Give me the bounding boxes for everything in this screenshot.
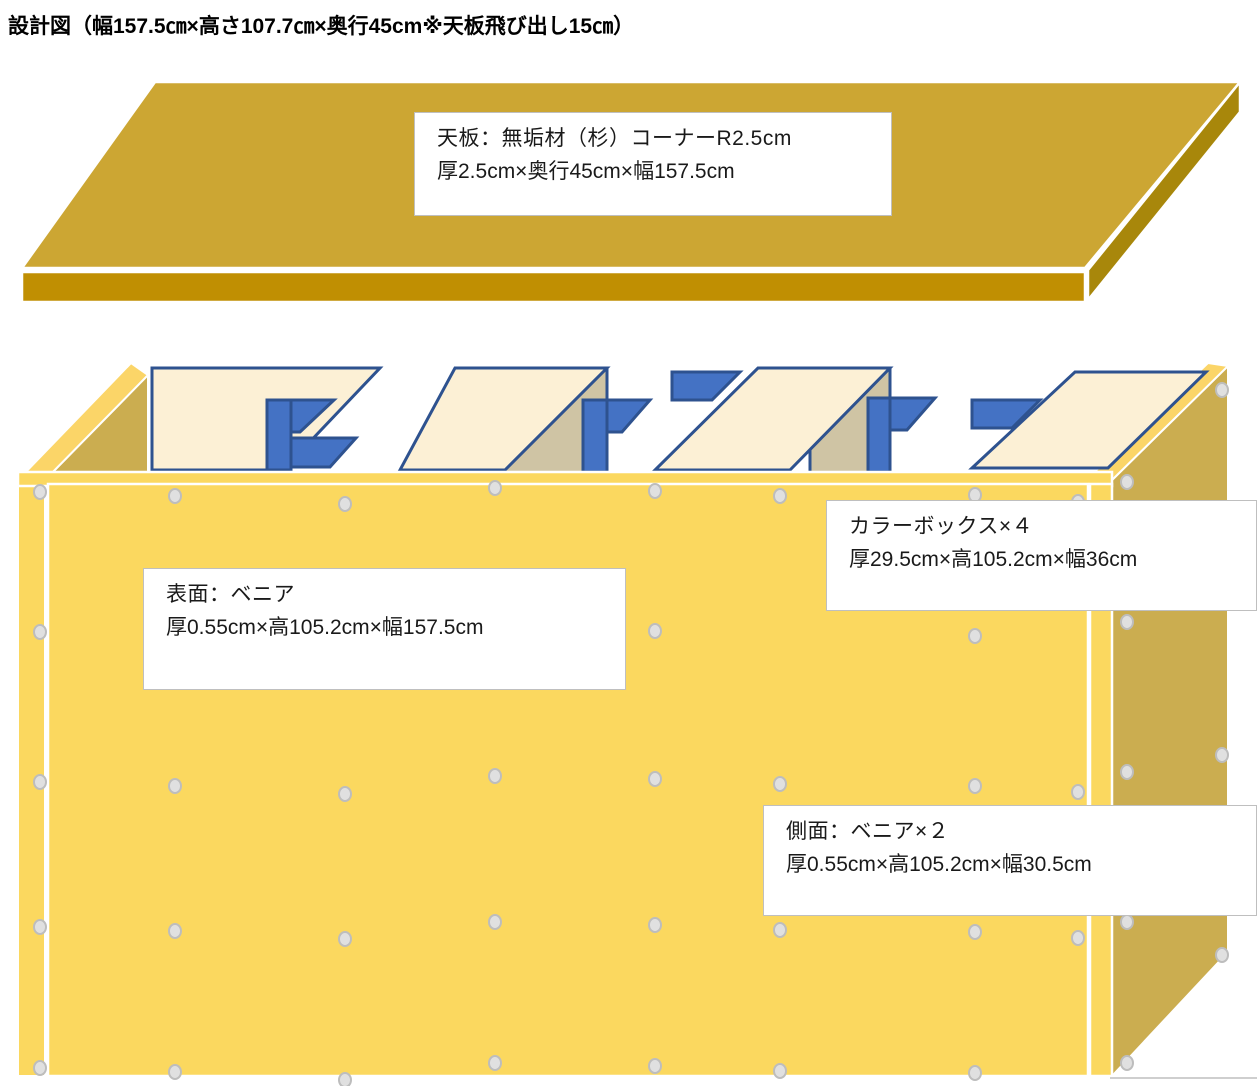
color-box-4-top-face bbox=[968, 370, 1210, 470]
screw bbox=[1215, 747, 1229, 763]
screw bbox=[1120, 914, 1134, 930]
screw bbox=[33, 919, 47, 935]
color-box-1-accent-lower bbox=[288, 436, 360, 469]
callout-color-boxes: カラーボックス×４ 厚29.5cm×高105.2cm×幅36cm bbox=[826, 500, 1257, 611]
right-side-panel-face bbox=[1107, 363, 1229, 1079]
screw bbox=[1120, 614, 1134, 630]
screw bbox=[168, 923, 182, 939]
screw bbox=[648, 623, 662, 639]
screw bbox=[488, 1055, 502, 1071]
color-box-2-top-face bbox=[397, 366, 611, 472]
color-box-1 bbox=[150, 366, 384, 477]
screw bbox=[338, 931, 352, 947]
screw bbox=[33, 624, 47, 640]
callout-color-boxes-line2: 厚29.5cm×高105.2cm×幅36cm bbox=[849, 547, 1138, 571]
callout-top-board-line1: 天板：無垢材（杉）コーナーR2.5cm bbox=[437, 127, 792, 150]
screw bbox=[168, 778, 182, 794]
screw bbox=[1215, 382, 1229, 398]
screw bbox=[648, 917, 662, 933]
page-title: 設計図（幅157.5㎝×高さ107.7㎝×奥行45cm※天板飛び出し15㎝） bbox=[8, 15, 635, 38]
screw bbox=[168, 488, 182, 504]
screw bbox=[33, 774, 47, 790]
color-box-2 bbox=[397, 366, 744, 477]
color-box-4 bbox=[968, 370, 1210, 470]
screw-row-3 bbox=[33, 747, 1229, 802]
screw bbox=[338, 496, 352, 512]
screw bbox=[488, 914, 502, 930]
screw bbox=[648, 1058, 662, 1074]
color-boxes-group bbox=[150, 366, 1210, 477]
screw bbox=[773, 776, 787, 792]
color-box-2-accent-left-wing bbox=[670, 370, 744, 402]
color-box-2-accent-vertical bbox=[581, 398, 609, 474]
top-board-front-edge bbox=[20, 270, 1087, 304]
color-box-3 bbox=[651, 366, 939, 477]
screw bbox=[1071, 930, 1085, 946]
color-box-1-accent-vertical bbox=[265, 398, 293, 472]
screw-row-5 bbox=[33, 1055, 1134, 1086]
screw bbox=[1120, 764, 1134, 780]
screw bbox=[488, 768, 502, 784]
screw bbox=[1215, 947, 1229, 963]
top-board-right-edge bbox=[1086, 78, 1242, 304]
front-right-rail bbox=[1088, 482, 1114, 1078]
screw bbox=[33, 1060, 47, 1076]
screw bbox=[773, 922, 787, 938]
screw bbox=[648, 771, 662, 787]
screw-row-4 bbox=[33, 914, 1229, 963]
screw bbox=[773, 1063, 787, 1079]
screw bbox=[1120, 1055, 1134, 1071]
screw bbox=[488, 480, 502, 496]
callout-top-board-line2: 厚2.5cm×奥行45cm×幅157.5cm bbox=[437, 159, 735, 183]
screw bbox=[338, 786, 352, 802]
callout-top-board: 天板：無垢材（杉）コーナーR2.5cm 厚2.5cm×奥行45cm×幅157.5… bbox=[414, 112, 892, 216]
screw bbox=[968, 924, 982, 940]
screw bbox=[33, 484, 47, 500]
callout-side-panel-line2: 厚0.55cm×高105.2cm×幅30.5cm bbox=[786, 852, 1092, 876]
color-box-3-accent-vertical bbox=[866, 396, 892, 474]
screw bbox=[968, 778, 982, 794]
screw bbox=[338, 1072, 352, 1086]
callout-side-panel-line1: 側面：ベニア×２ bbox=[786, 820, 950, 843]
color-box-4-accent-wing bbox=[970, 398, 1044, 430]
callout-color-boxes-line1: カラーボックス×４ bbox=[849, 515, 1034, 538]
callout-front-panel-line2: 厚0.55cm×高105.2cm×幅157.5cm bbox=[166, 615, 484, 639]
callout-side-panel: 側面：ベニア×２ 厚0.55cm×高105.2cm×幅30.5cm bbox=[763, 805, 1257, 916]
callout-front-panel-line1: 表面：ベニア bbox=[166, 583, 295, 606]
screw bbox=[968, 628, 982, 644]
screw bbox=[968, 1065, 982, 1081]
screw bbox=[168, 1064, 182, 1080]
screw bbox=[773, 488, 787, 504]
callout-front-panel: 表面：ベニア 厚0.55cm×高105.2cm×幅157.5cm bbox=[143, 568, 626, 690]
screw bbox=[1071, 784, 1085, 800]
screw bbox=[1120, 474, 1134, 490]
color-box-3-top-face bbox=[651, 366, 894, 472]
screw bbox=[648, 483, 662, 499]
